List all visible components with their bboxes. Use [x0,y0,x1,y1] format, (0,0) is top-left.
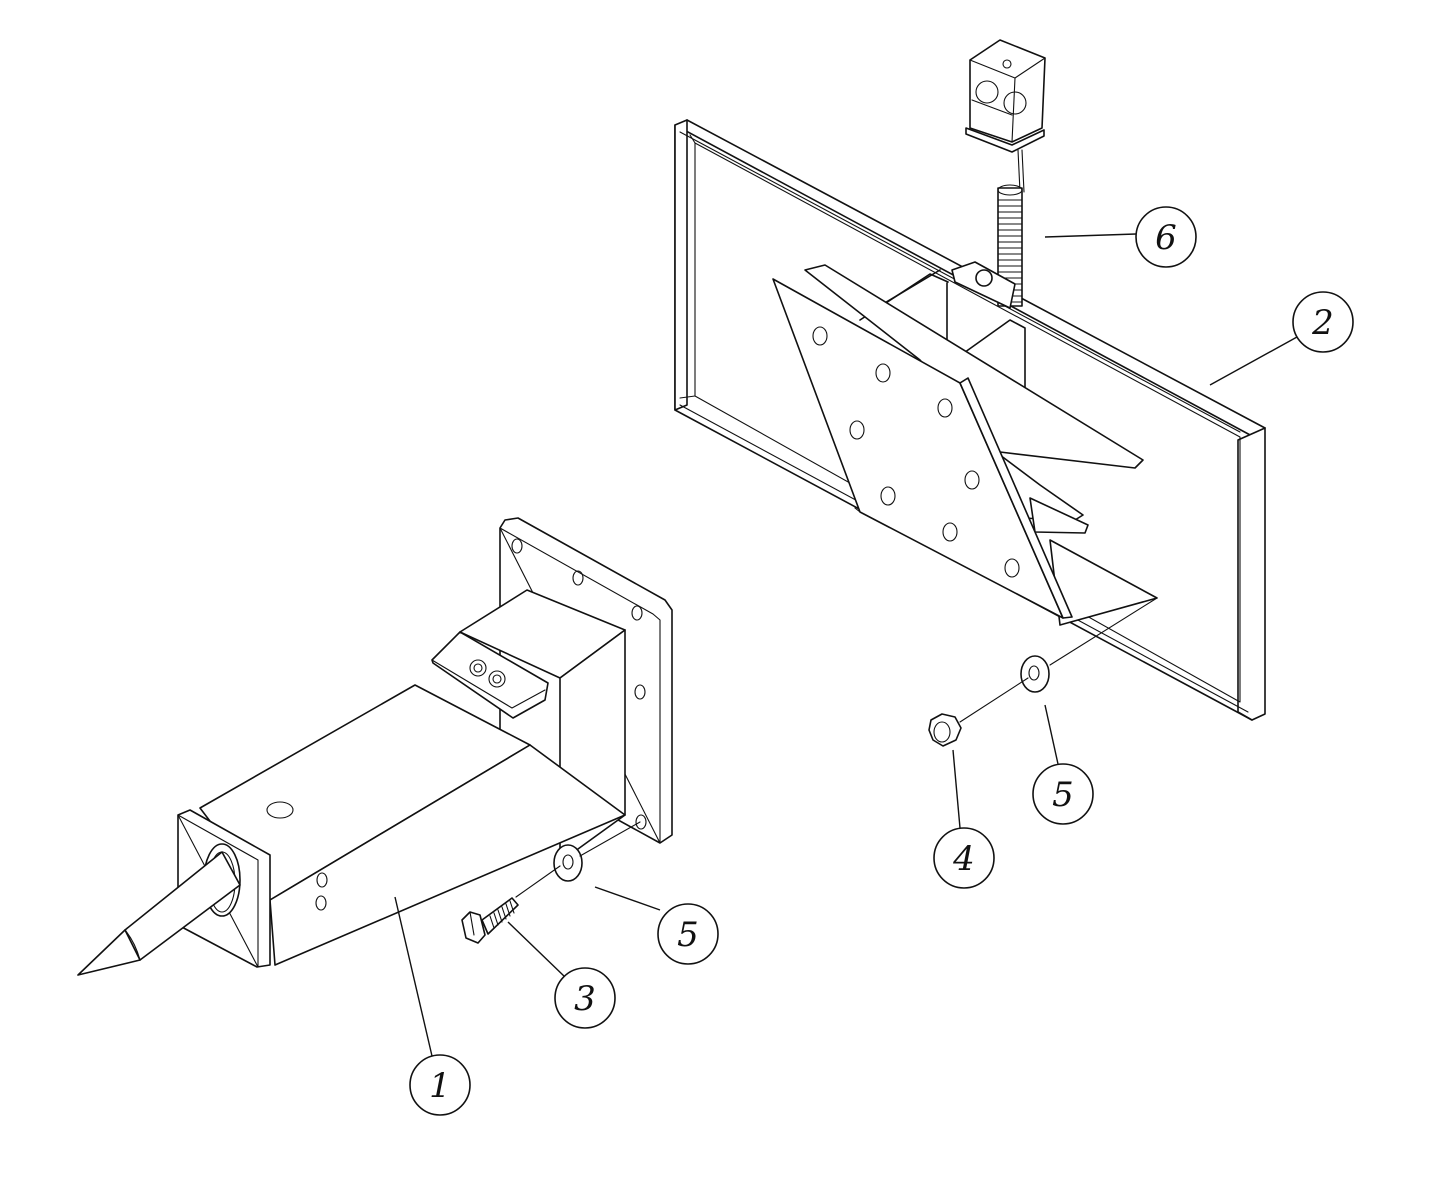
svg-text:5: 5 [1052,775,1074,815]
hex-bolt [461,897,519,944]
leader-3 [507,921,566,978]
breaker-body [77,517,673,976]
leader-2 [1209,336,1298,386]
balloon-2: 2 [1292,291,1354,353]
assembly-lines [515,597,1158,898]
callouts: 1 2 3 4 5 5 6 [394,206,1354,1116]
balloon-3: 3 [554,967,616,1029]
flat-washer-left [553,844,583,882]
balloon-5-left: 5 [657,903,719,965]
leader-5a [594,886,661,911]
leader-6 [1044,233,1137,238]
leader-1 [394,896,433,1057]
leader-4 [952,749,961,829]
flat-washer-right [1020,655,1050,693]
mounting-plate [772,278,1073,619]
svg-text:3: 3 [574,979,596,1019]
balloon-6: 6 [1135,206,1197,268]
hose-clamp-assembly [951,39,1046,309]
balloon-4: 4 [933,827,995,889]
hex-nut [928,713,962,747]
balloon-1: 1 [409,1054,471,1116]
svg-text:2: 2 [1311,303,1334,343]
leader-5b [1044,704,1059,765]
balloon-5-right: 5 [1032,763,1094,825]
svg-text:4: 4 [952,839,975,879]
svg-text:6: 6 [1155,218,1177,258]
svg-text:1: 1 [429,1066,451,1106]
svg-text:5: 5 [677,915,699,955]
